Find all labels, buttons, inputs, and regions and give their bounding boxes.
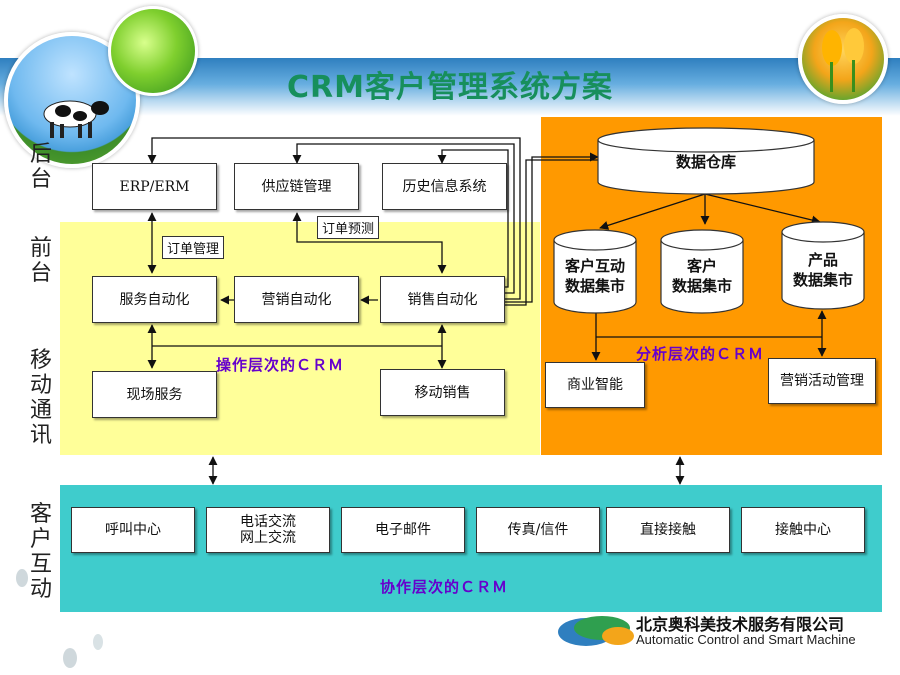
side-label-mobile: 移动通讯 xyxy=(29,348,52,448)
mart-customer-label: 客户 数据集市 xyxy=(659,256,745,296)
order-management-label: 订单管理 xyxy=(162,236,225,259)
company-logo-icon xyxy=(558,616,634,646)
channel-line1: 接触中心 xyxy=(775,522,831,538)
marketing-automation-box: 营销自动化 xyxy=(234,276,359,323)
channel-line1: 呼叫中心 xyxy=(105,522,161,538)
channel-line1: 电子邮件 xyxy=(375,522,431,538)
side-label-backend: 后台 xyxy=(29,142,52,192)
data-warehouse-cylinder xyxy=(597,127,815,195)
mart-line2: 数据集市 xyxy=(671,277,732,295)
operational-layer-label: 操作层次的ＣＲＭ xyxy=(216,356,345,374)
channel-line2: 网上交流 xyxy=(240,530,296,546)
sales-to-supply-chain-arrow xyxy=(292,143,515,294)
leaf-photo-icon xyxy=(108,6,198,96)
sales-automation-box: 销售自动化 xyxy=(380,276,505,323)
analytics-layer-label: 分析层次的ＣＲＭ xyxy=(636,345,765,363)
data-warehouse-label: 数据仓库 xyxy=(675,153,736,171)
mart-line1: 客户 xyxy=(686,257,717,275)
page-title: CRM客户管理系统方案 xyxy=(287,70,613,105)
mart-line1: 产品 xyxy=(807,251,838,269)
mart-customer-cylinder xyxy=(660,229,744,314)
supply-sales-arrow xyxy=(292,212,447,274)
side-label-frontend: 前台 xyxy=(29,236,52,286)
sales-to-history-arrow xyxy=(437,149,509,288)
business-intelligence-box: 商业智能 xyxy=(545,362,645,408)
service-automation-box: 服务自动化 xyxy=(92,276,217,323)
channel-contact-center: 接触中心 xyxy=(741,507,865,553)
field-service-box: 现场服务 xyxy=(92,371,217,418)
channel-line1: 电话交流 xyxy=(240,514,296,530)
sales-to-warehouse-arrow xyxy=(505,152,599,303)
mart-customer-interaction-cylinder xyxy=(553,229,637,314)
mart-line1: 客户互动 xyxy=(564,257,625,275)
warehouse-to-mart3-arrow xyxy=(704,193,821,225)
side-label-customer: 客户互动 xyxy=(29,502,52,602)
mart-line2: 数据集市 xyxy=(564,277,625,295)
erp-erm-box: ERP/ERM xyxy=(92,163,217,210)
mobile-sales-box: 移动销售 xyxy=(380,369,505,416)
water-droplets-icon xyxy=(16,569,103,668)
sales-to-warehouse-line xyxy=(505,159,598,306)
channel-direct-contact: 直接接触 xyxy=(606,507,730,553)
mart-product-cylinder xyxy=(781,221,865,310)
channel-fax-letter: 传真/信件 xyxy=(476,507,600,553)
channel-email: 电子邮件 xyxy=(341,507,465,553)
channel-line1: 直接接触 xyxy=(640,522,696,538)
campaign-management-box: 营销活动管理 xyxy=(768,358,876,404)
cow-illustration-icon xyxy=(43,100,109,138)
warehouse-to-mart1-arrow xyxy=(599,193,706,230)
supply-chain-box: 供应链管理 xyxy=(234,163,359,210)
mart-line2: 数据集市 xyxy=(792,271,853,289)
mart-customer-interaction-label: 客户互动 数据集市 xyxy=(552,256,638,296)
company-name-en: Automatic Control and Smart Machine xyxy=(636,632,856,647)
company-name-cn: 北京奥科美技术服务有限公司 xyxy=(636,615,845,634)
flower-photo-icon xyxy=(798,14,888,104)
channel-line1: 传真/信件 xyxy=(507,522,569,538)
channel-call-center: 呼叫中心 xyxy=(71,507,195,553)
order-forecast-label: 订单预测 xyxy=(317,216,380,239)
history-info-box: 历史信息系统 xyxy=(382,163,507,210)
sales-to-erp-arrow xyxy=(147,137,521,300)
collaborative-layer-label: 协作层次的ＣＲＭ xyxy=(380,578,509,596)
tulip-illustration-icon xyxy=(822,28,864,92)
channel-phone-web: 电话交流 网上交流 xyxy=(206,507,330,553)
mart-product-label: 产品 数据集市 xyxy=(780,250,866,290)
